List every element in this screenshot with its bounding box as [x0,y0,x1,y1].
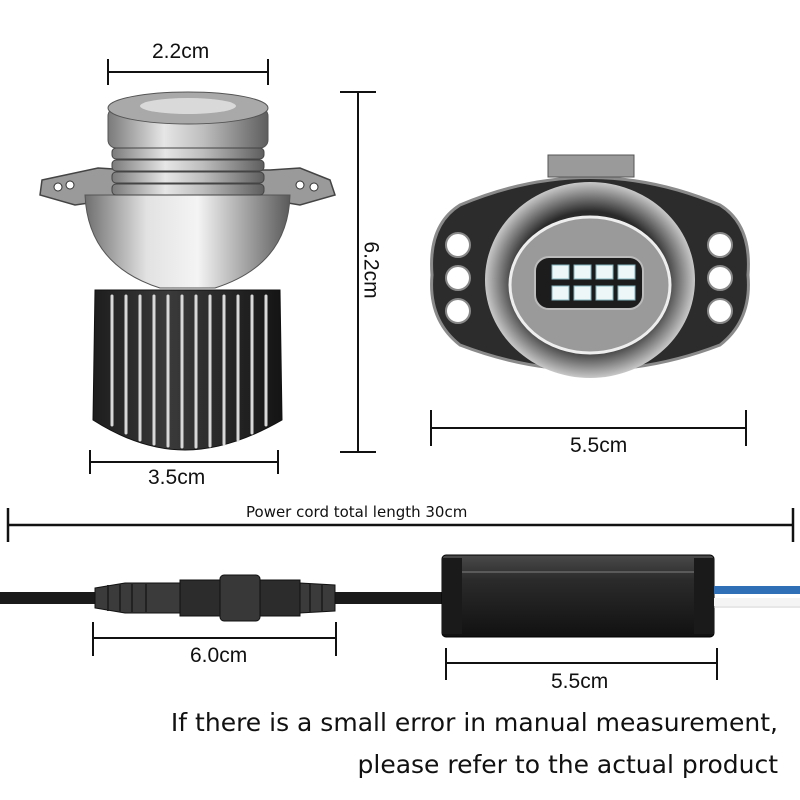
driver-box [441,554,715,638]
power-cord-assembly [0,554,800,638]
connector-plug [94,574,336,622]
note-line-2: please refer to the actual product [357,750,778,779]
dimension-lines [6,59,795,680]
side-view-lamp [39,91,336,451]
dim-label-height: 6.2cm [359,241,383,299]
dim-label-base-width: 3.5cm [148,466,206,489]
dim-label-connector: 6.0cm [190,644,248,667]
dim-label-front-width: 5.5cm [570,434,628,457]
dim-label-top-width: 2.2cm [152,40,210,63]
note-line-1: If there is a small error in manual meas… [170,708,778,737]
cord-length-label: Power cord total length 30cm [246,503,468,521]
dim-label-driver: 5.5cm [551,670,609,693]
front-view-lamp [430,154,750,378]
